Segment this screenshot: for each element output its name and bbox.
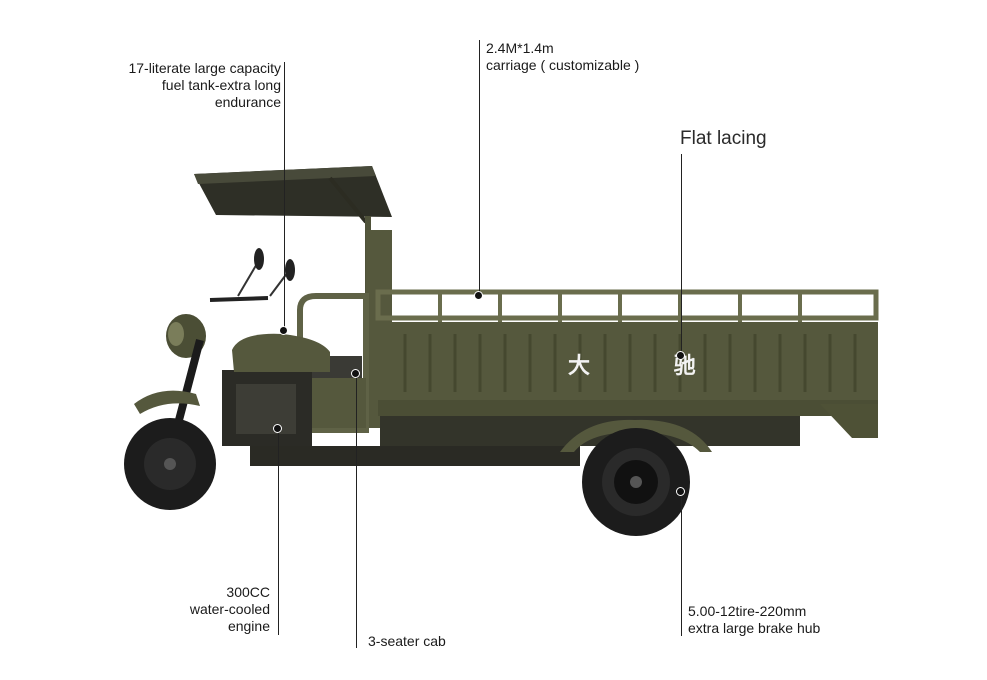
front-fender bbox=[134, 390, 200, 414]
cargo-rail bbox=[375, 289, 879, 321]
chassis bbox=[250, 446, 580, 466]
carriage-callout-line-2: carriage ( customizable ) bbox=[486, 57, 640, 73]
engine-callout-line-1: 300CC bbox=[226, 584, 270, 600]
engine-callout-line-3: engine bbox=[227, 618, 270, 634]
fuel-tank-callout-line-1: 17-literate large capacity bbox=[128, 60, 281, 76]
brake-callout-line-2: extra large brake hub bbox=[688, 620, 821, 636]
cargo-side-panel bbox=[378, 322, 878, 404]
engine-anchor-dot bbox=[273, 424, 282, 433]
engine-callout-line-2: water-cooled bbox=[189, 601, 270, 617]
brand-mark: 大 驰 bbox=[568, 353, 734, 379]
cab-anchor-dot bbox=[351, 369, 360, 378]
carriage-callout: 2.4M*1.4m carriage ( customizable ) bbox=[486, 40, 639, 74]
carriage-leader-line bbox=[479, 40, 480, 296]
fuel-tank bbox=[232, 333, 330, 372]
lacing-anchor-dot bbox=[676, 351, 685, 360]
fuel-tank-leader-line bbox=[284, 62, 285, 332]
brake-anchor-dot bbox=[676, 487, 685, 496]
lacing-callout: Flat lacing bbox=[680, 128, 767, 150]
fuel-tank-callout-line-2: fuel tank-extra long bbox=[161, 77, 281, 93]
carriage-callout-line-1: 2.4M*1.4m bbox=[486, 40, 554, 56]
brake-leader-line bbox=[681, 496, 682, 636]
fuel-tank-callout-line-3: endurance bbox=[214, 94, 281, 110]
cab-callout: 3-seater cab bbox=[368, 633, 446, 650]
brake-callout: 5.00-12tire-220mm extra large brake hub bbox=[688, 603, 820, 637]
fuel-tank-callout: 17-literate large capacity fuel tank-ext… bbox=[128, 60, 281, 111]
cab-leader-line bbox=[356, 376, 357, 648]
fuel-tank-anchor-dot bbox=[279, 326, 288, 335]
brake-callout-line-1: 5.00-12tire-220mm bbox=[688, 603, 807, 619]
rear-fender bbox=[560, 419, 712, 452]
engine-leader-line bbox=[278, 430, 279, 635]
lacing-callout-line-1: Flat lacing bbox=[680, 128, 767, 149]
carriage-anchor-dot bbox=[474, 291, 483, 300]
engine-callout: 300CC water-cooled engine bbox=[190, 584, 270, 635]
cab-callout-line-1: 3-seater cab bbox=[368, 633, 446, 649]
lacing-leader-line bbox=[681, 154, 682, 356]
